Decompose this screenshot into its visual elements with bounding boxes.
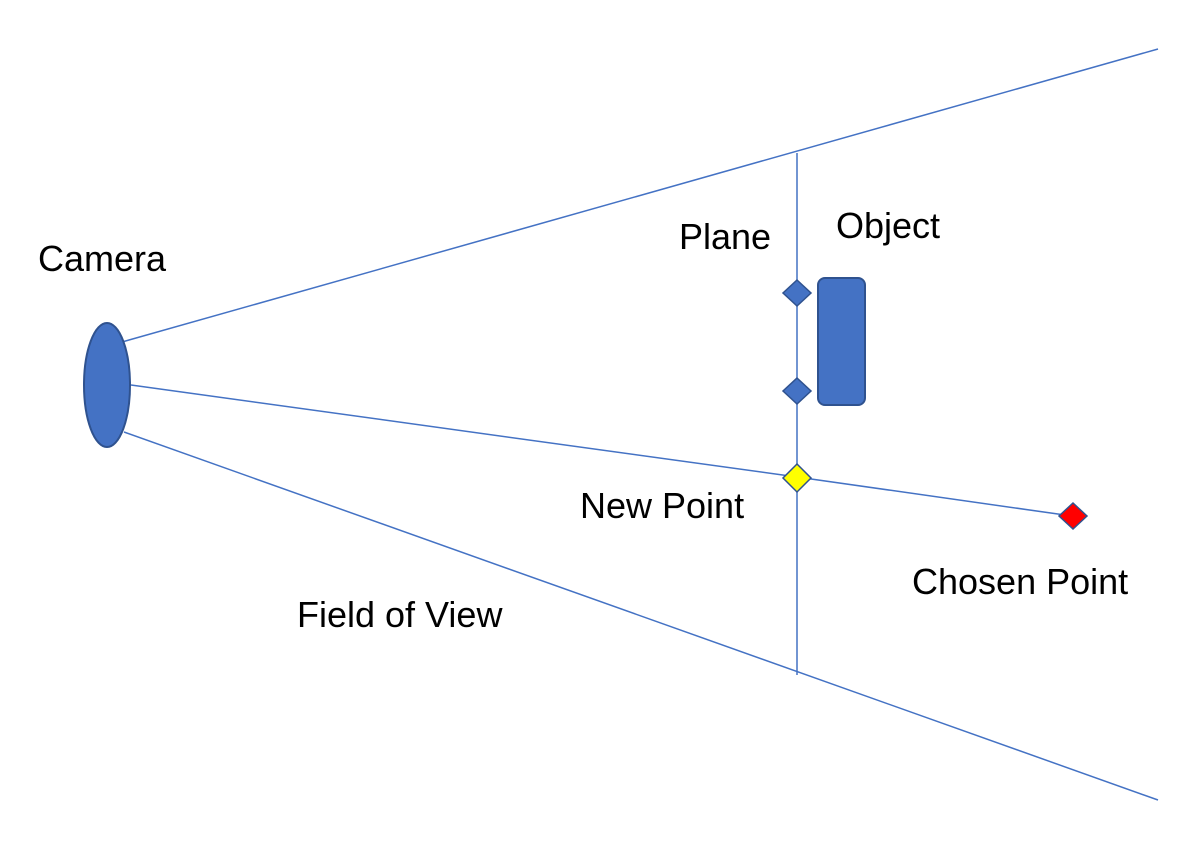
camera-label: Camera	[38, 238, 167, 279]
fov-lower-boundary	[123, 431, 1159, 801]
object-label: Object	[836, 205, 940, 246]
camera-shape	[83, 322, 131, 448]
chosen-point-marker	[1057, 501, 1089, 531]
field-of-view-label: Field of View	[297, 594, 503, 635]
chosen-point-label: Chosen Point	[912, 561, 1128, 602]
plane-label: Plane	[679, 216, 771, 257]
camera-to-new-point-ray	[130, 384, 798, 478]
new-point-marker	[781, 462, 813, 494]
fov-upper-boundary	[121, 48, 1159, 343]
object-shape	[817, 277, 866, 406]
plane-lower-marker	[781, 376, 813, 406]
new-point-label: New Point	[580, 485, 744, 526]
new-point-to-chosen-point-ray	[796, 476, 1073, 517]
plane-upper-marker	[781, 278, 813, 308]
